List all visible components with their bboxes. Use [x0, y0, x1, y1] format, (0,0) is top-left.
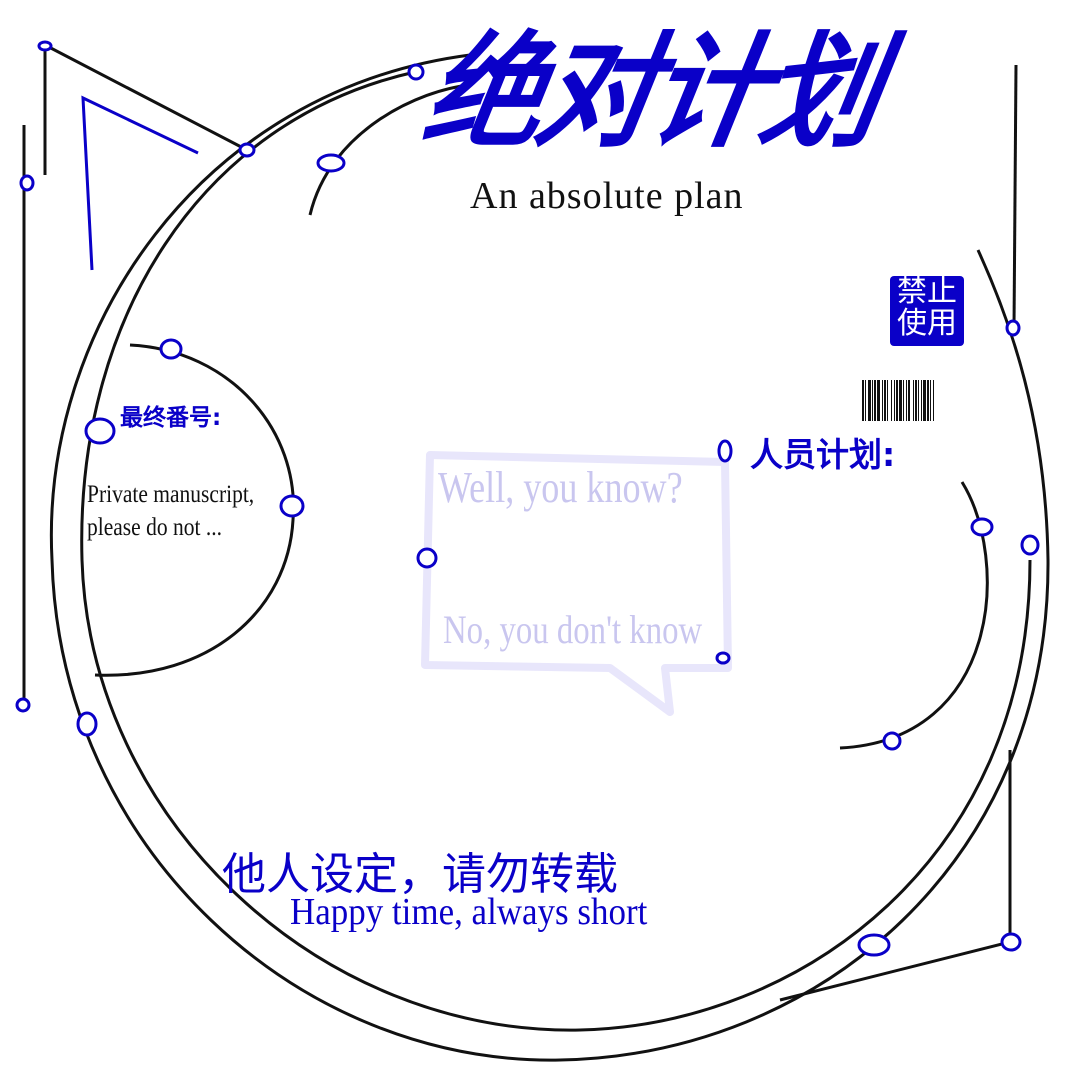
barcode-stripe	[882, 380, 883, 421]
connector-top-left	[43, 42, 248, 175]
barcode-stripe	[923, 380, 926, 421]
barcode-stripe	[892, 380, 894, 421]
stamp-line-2: 使用	[897, 306, 957, 341]
node-circle	[1005, 319, 1021, 337]
barcode-stripe	[883, 380, 884, 421]
barcode-stripe	[887, 380, 888, 421]
barcode-stripe	[873, 380, 874, 421]
subtitle: An absolute plan	[470, 175, 744, 217]
barcode-stripe	[922, 380, 923, 421]
inner-ring	[80, 70, 1032, 1032]
barcode-stripe	[902, 380, 903, 421]
barcode-stripe	[930, 380, 931, 421]
bubble-text-1: Well, you know?	[438, 463, 683, 512]
node-circle	[970, 517, 994, 537]
barcode-stripe	[899, 380, 902, 421]
barcode-stripe	[884, 380, 886, 421]
main-title: 绝对计划	[407, 19, 915, 165]
node-circle	[1000, 932, 1022, 952]
barcode-stripe	[933, 380, 934, 421]
barcode-stripe	[864, 380, 865, 421]
left-half-circle	[94, 343, 295, 677]
barcode-stripe	[865, 380, 866, 421]
speech-bubble	[421, 451, 732, 716]
crew-plan-label: 人员计划:	[750, 435, 896, 474]
barcode-stripe	[874, 380, 876, 421]
barcode-stripe	[929, 380, 930, 421]
barcode-stripe	[917, 380, 918, 421]
private-note-line-2: please do not ...	[87, 514, 222, 541]
barcode-stripe	[891, 380, 892, 421]
barcode-stripe	[895, 380, 896, 421]
node-circle	[715, 651, 731, 665]
barcode-stripe	[934, 380, 935, 421]
right-vertical-line	[1012, 64, 1018, 329]
barcode-stripe	[886, 380, 887, 421]
blue-angle-line	[81, 95, 199, 271]
barcode-stripe	[877, 380, 880, 421]
footer-english: Happy time, always short	[290, 891, 648, 933]
node-circle	[416, 547, 438, 569]
barcode-stripe	[919, 380, 921, 421]
node-circle	[76, 711, 98, 737]
node-circle	[19, 174, 35, 192]
copyright-notice-chinese: 他人设定，请勿转载	[222, 850, 618, 899]
barcode-stripe	[913, 380, 914, 421]
barcode-stripe	[926, 380, 927, 421]
barcode-stripe	[898, 380, 899, 421]
barcode-stripe	[904, 380, 906, 421]
barcode-stripe	[876, 380, 877, 421]
node-circle	[238, 142, 256, 158]
inner-arc-top	[308, 83, 471, 216]
stamp-line-1: 禁止	[897, 274, 957, 309]
node-circle	[84, 417, 116, 445]
barcode-icon	[862, 380, 986, 421]
barcode-stripe	[872, 380, 873, 421]
node-circle	[159, 338, 183, 360]
barcode-stripe	[866, 380, 868, 421]
barcode-stripe	[908, 380, 910, 421]
barcode-stripe	[921, 380, 922, 421]
node-circle	[717, 439, 733, 463]
node-circle	[316, 153, 346, 173]
barcode-stripe	[903, 380, 904, 421]
barcode-stripe	[888, 380, 891, 421]
barcode-stripe	[907, 380, 908, 421]
barcode-stripe	[868, 380, 871, 421]
node-circle	[37, 40, 53, 52]
node-circle	[15, 697, 31, 713]
private-note: Private manuscript, please do not ...	[87, 478, 254, 544]
barcode-stripe	[880, 380, 882, 421]
barcode-stripe	[915, 380, 917, 421]
barcode-stripe	[931, 380, 933, 421]
node-circle	[857, 933, 891, 957]
barcode-stripe	[862, 380, 864, 421]
right-arc	[839, 481, 989, 750]
outer-ring	[49, 53, 1050, 1062]
barcode-stripe	[894, 380, 895, 421]
barcode-stripe	[910, 380, 913, 421]
final-number-label: 最终番号:	[120, 405, 222, 431]
node-circle	[407, 63, 425, 81]
node-circle	[279, 494, 305, 518]
node-circle	[882, 731, 902, 751]
barcode-stripe	[906, 380, 907, 421]
prohibited-stamp: 禁止 使用	[890, 276, 964, 346]
barcode-stripe	[871, 380, 872, 421]
barcode-stripe	[914, 380, 915, 421]
node-circle	[1020, 534, 1040, 556]
barcode-stripe	[896, 380, 898, 421]
barcode-stripe	[918, 380, 919, 421]
private-note-line-1: Private manuscript,	[87, 481, 255, 508]
barcode-stripe	[927, 380, 929, 421]
bubble-text-2: No, you don't know	[443, 607, 703, 652]
